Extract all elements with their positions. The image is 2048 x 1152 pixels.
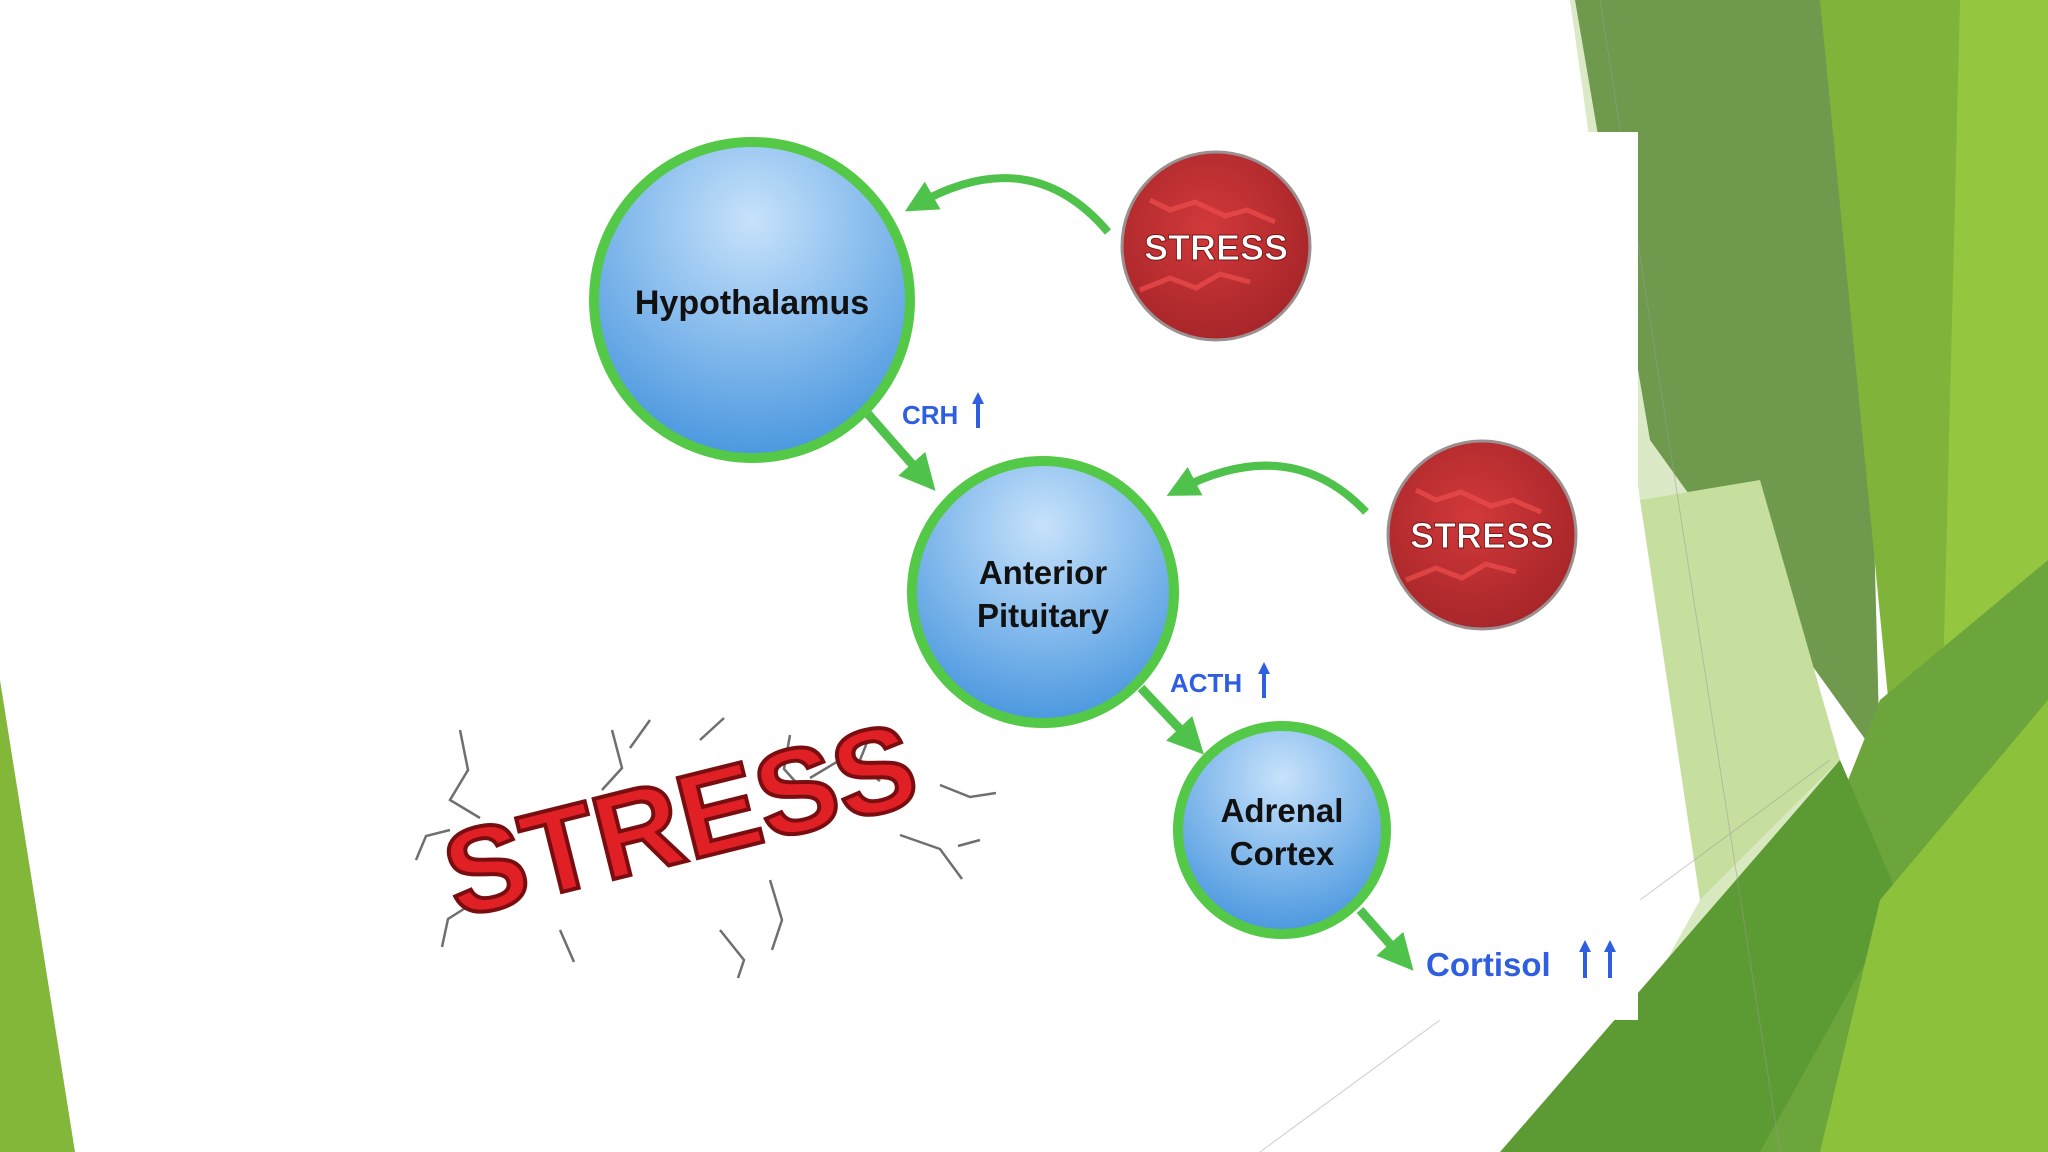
arrow-adrenal-to-cortisol (1356, 907, 1414, 971)
hormone-crh-label: CRH (902, 400, 958, 430)
hormone-acth: ACTH (1170, 662, 1270, 698)
node-hypothalamus-label: Hypothalamus (635, 284, 869, 322)
node-hypothalamus: Hypothalamus (589, 137, 915, 463)
hormone-cortisol: Cortisol (1426, 940, 1616, 983)
facet-pale-1 (1640, 480, 1840, 900)
node-anterior-pituitary: Anterior Pituitary (907, 456, 1179, 728)
stress-arrow-2 (1166, 461, 1369, 515)
badge-texture (1405, 487, 1542, 583)
node-adrenal-line2: Cortex (1230, 835, 1335, 872)
node-pituitary-line1: Anterior (979, 554, 1108, 591)
hormone-crh: CRH (902, 392, 984, 430)
node-pituitary-line2: Pituitary (977, 597, 1110, 634)
node-adrenal-line1: Adrenal (1221, 792, 1344, 829)
arrow-pituitary-to-adrenal (1137, 684, 1204, 755)
decor-right-facets (1500, 0, 2048, 1152)
facet-dark-1 (1575, 0, 1880, 760)
stress-badge-2-label: STRESS (1410, 515, 1554, 556)
decor-left-strip (0, 680, 75, 1152)
arrow-hypothalamus-to-pituitary (864, 411, 936, 491)
node-adrenal-cortex: Adrenal Cortex (1173, 721, 1391, 939)
stress-badge-1: STRESS (1120, 150, 1312, 342)
facet-bright-1 (1820, 700, 2048, 1152)
facet-dark-3 (1500, 760, 1900, 1152)
stress-badge-1-label: STRESS (1144, 227, 1288, 268)
hormone-cortisol-label: Cortisol (1426, 946, 1551, 983)
stress-badge-2: STRESS (1386, 439, 1578, 631)
hormone-acth-label: ACTH (1170, 668, 1242, 698)
crack-lines (414, 717, 997, 979)
badge-texture (1139, 197, 1276, 293)
stress-arrow-1 (904, 174, 1112, 235)
